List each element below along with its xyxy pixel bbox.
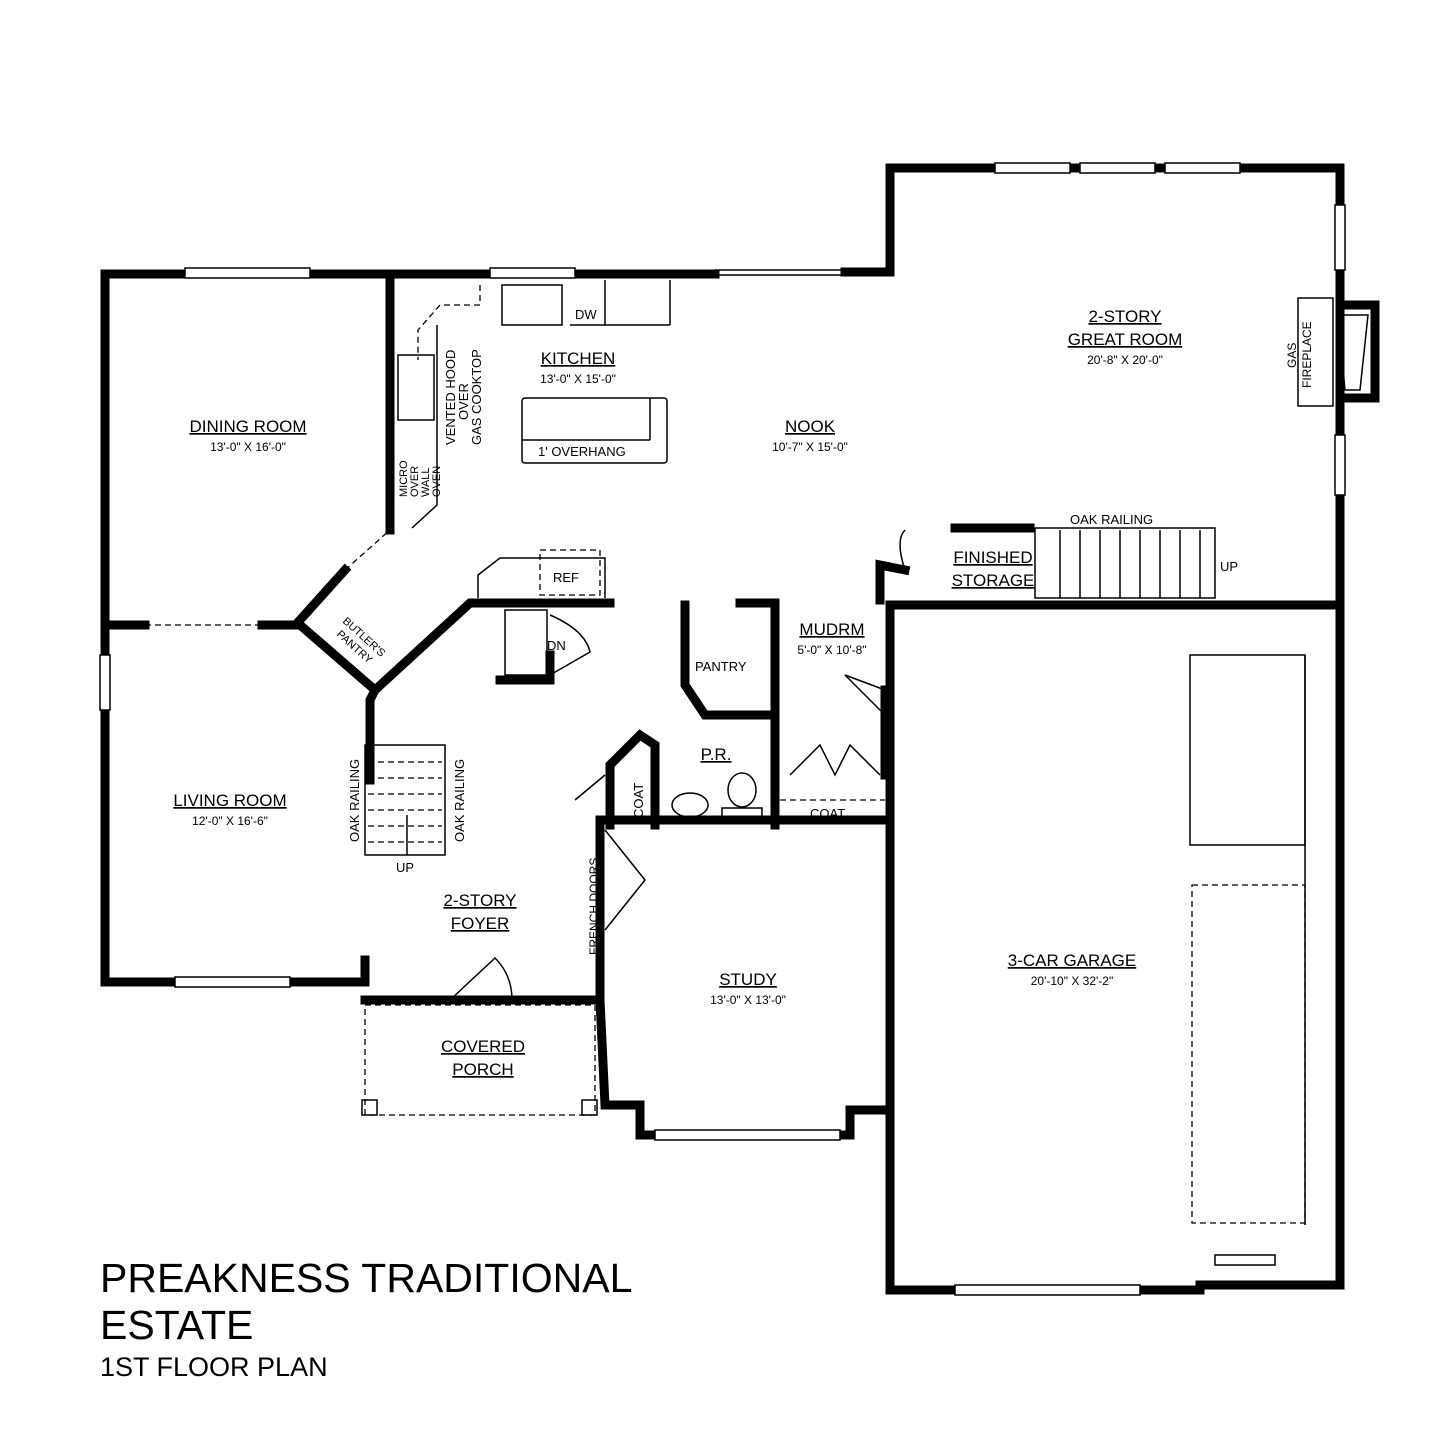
storage-name-1: FINISHED [953,548,1032,567]
fireplace-label: FIREPLACE [1300,321,1314,388]
oak-railing-left-label: OAK RAILING [347,759,362,842]
refrigerator-label: REF [553,570,579,585]
foyer-name-1: 2-STORY [443,891,516,910]
foyer-name-2: FOYER [451,914,510,933]
coat-closet-label-1: COAT [631,783,646,818]
living-dims: 12'-0" X 16'-6" [192,814,268,828]
porch-name-1: COVERED [441,1037,525,1056]
study-dims: 13'-0" X 13'-0" [710,993,786,1007]
overhang-label: 1' OVERHANG [538,444,626,459]
hood-label-1: VENTED HOOD [443,350,458,445]
windows [99,162,1346,1296]
walls [100,163,1380,1295]
oak-railing-right-label: OAK RAILING [452,759,467,842]
living-name: LIVING ROOM [173,791,286,810]
hood-label-3: GAS COOKTOP [469,349,484,445]
plan-title-line-2: ESTATE [100,1302,254,1348]
dishwasher-label: DW [575,307,597,322]
garage-dims: 20'-10" X 32'-2" [1031,974,1113,988]
plan-title-line-1: PREAKNESS TRADITIONAL [100,1255,633,1301]
gas-label: GAS [1285,343,1299,368]
mudroom-dims: 5'-0" X 10'-8" [797,643,866,657]
garage-name: 3-CAR GARAGE [1008,951,1136,970]
powder-room-name: P.R. [701,745,732,764]
nook-name: NOOK [785,417,836,436]
stair-up-label-2: UP [1220,559,1238,574]
porch-name-2: PORCH [452,1060,513,1079]
kitchen-dims: 13'-0" X 15'-0" [540,372,616,386]
dining-dims: 13'-0" X 16'-0" [210,440,286,454]
room-labels: 2-STORY GREAT ROOM 20'-8" X 20'-0" KITCH… [173,307,1182,1079]
great-room-name-2: GREAT ROOM [1068,330,1183,349]
french-doors-label: FRENCH DOORS [587,858,601,955]
great-room-dims: 20'-8" X 20'-0" [1087,353,1163,367]
nook-dims: 10'-7" X 15'-0" [772,440,848,454]
dining-name: DINING ROOM [189,417,306,436]
micro-label-1: MICRO [398,460,410,497]
study-name: STUDY [719,970,777,989]
oak-railing-label: OAK RAILING [1070,512,1153,527]
pantry-label: PANTRY [695,659,747,674]
hood-label-2: OVER [456,383,471,420]
kitchen-name: KITCHEN [541,349,616,368]
micro-label-4: OVEN [431,466,443,497]
stair-up-label: UP [396,860,414,875]
great-room-name-1: 2-STORY [1088,307,1161,326]
stair-down-label: DN [547,638,566,653]
plan-subtitle: 1ST FLOOR PLAN [100,1352,328,1382]
fixtures-drawing [145,280,1369,1225]
mudroom-name: MUDRM [799,620,864,639]
micro-label-2: OVER [409,466,421,497]
micro-label-3: WALL [420,467,432,497]
storage-name-2: STORAGE [952,571,1035,590]
coat-closet-label-2: COAT [810,806,845,821]
